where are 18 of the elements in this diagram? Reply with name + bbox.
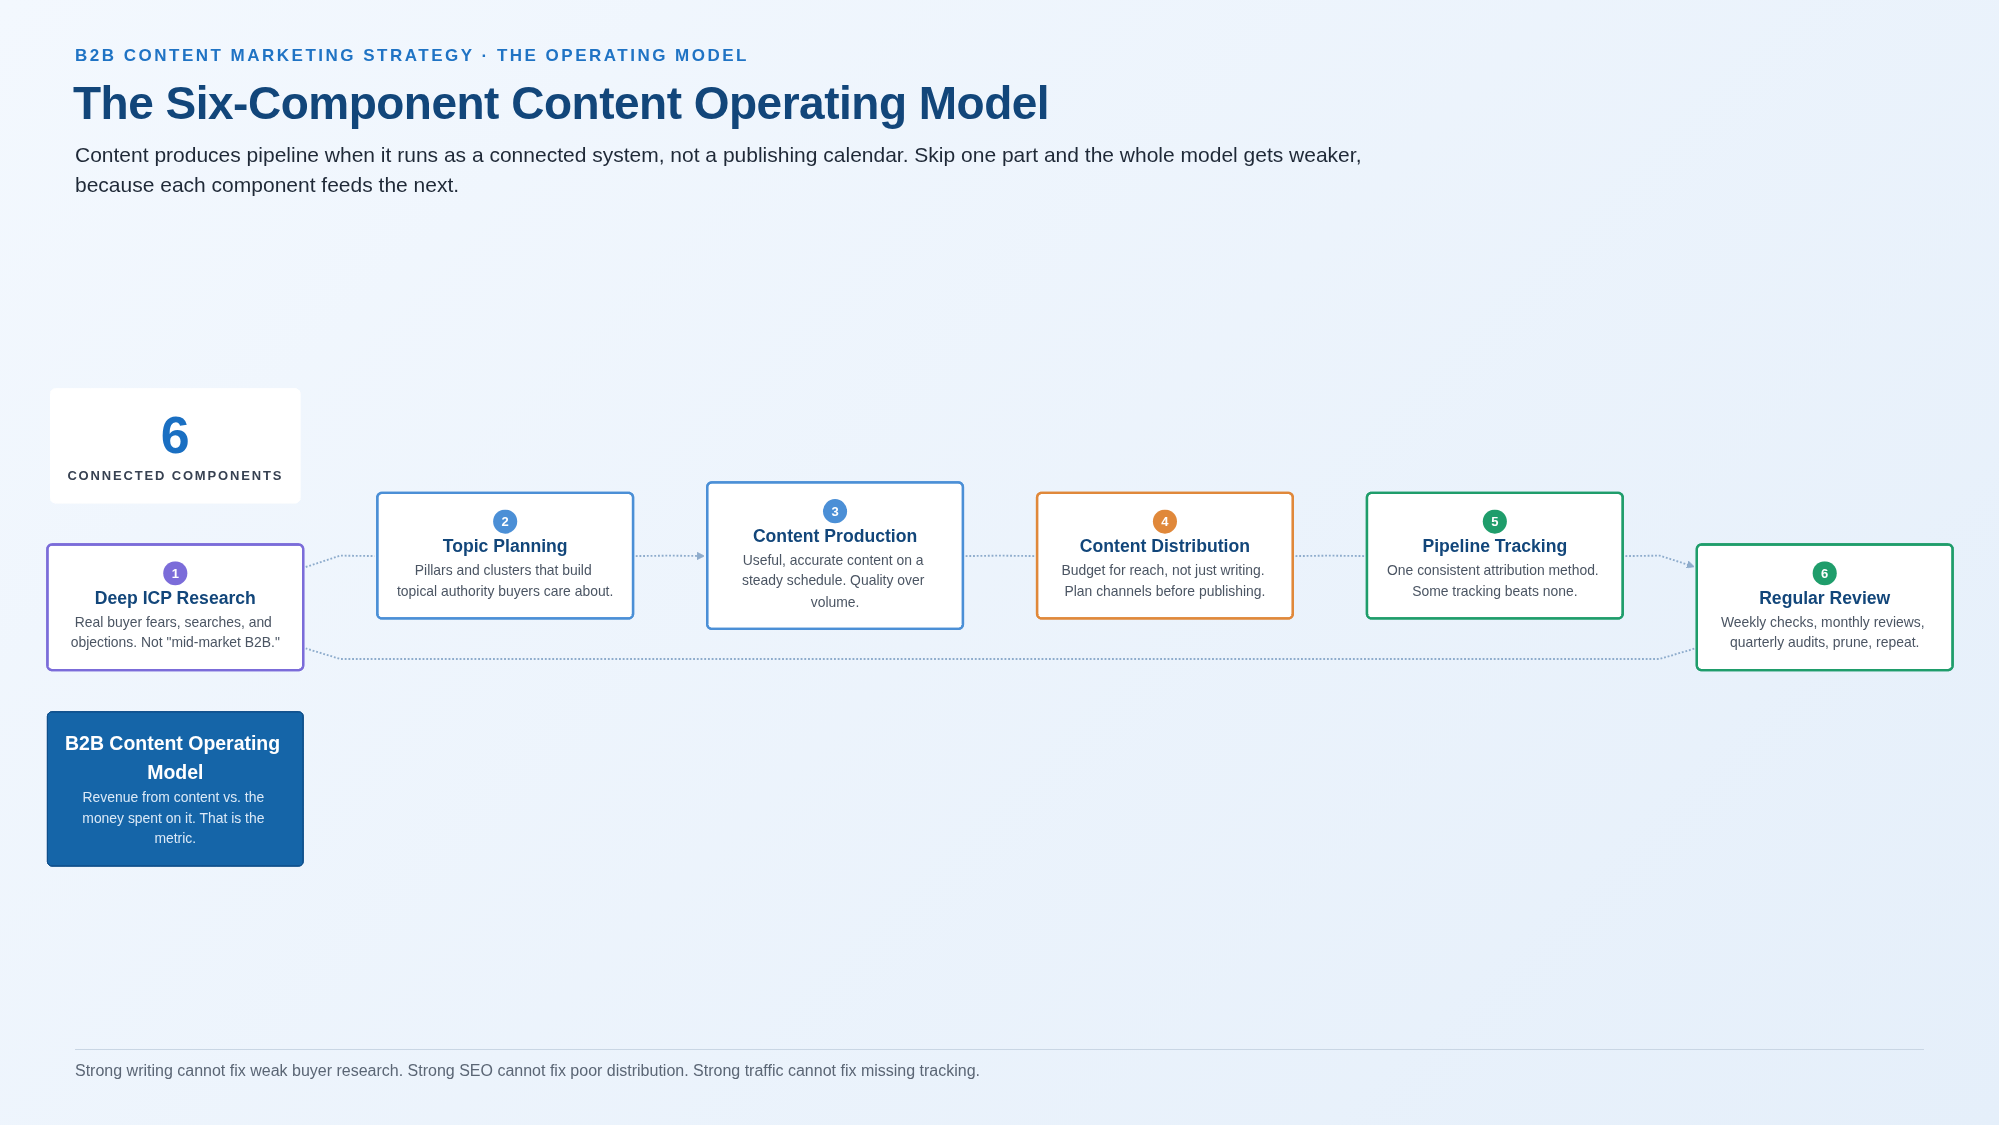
component-card: 6 Regular Review Weekly checks, monthly reviews, quarterly audits, prune, repeat. <box>1695 543 1954 672</box>
dashed-connector <box>304 554 376 568</box>
caption-text: Strong writing cannot fix weak buyer research. Strong SEO cannot fix poor distribution. Strong traffic cannot fix missing tracking. <box>75 1062 981 1080</box>
dashed-connector <box>634 551 705 561</box>
subtitle-text: Content produces pipeline when it runs as a connected system, not a publishing calendar. Skip one part and the whole model gets weaker, because each component feeds the next. <box>75 142 1363 198</box>
title: The Six-Component Content Operating Model <box>73 76 1050 130</box>
component-card: 1 Deep ICP Research Real buyer fears, searches, and objections. Not "mid-market B2B." <box>46 543 305 672</box>
component-card: 2 Topic Planning Pillars and clusters that build topical authority buyers care about. <box>376 491 635 620</box>
dashed-connector <box>1624 554 1695 569</box>
stat-card: 6 CONNECTED COMPONENTS <box>50 388 301 504</box>
component-card: 5 Pipeline Tracking One consistent attribution method. Some tracking beats none. <box>1365 491 1624 620</box>
component-card: 3 Content Production Useful, accurate content on a steady schedule. Quality over volume. <box>706 481 965 630</box>
dashed-connector <box>304 647 1696 660</box>
dashed-connector <box>1294 554 1366 557</box>
dashed-connector <box>964 554 1036 557</box>
component-card: 4 Content Distribution Budget for reach, not just writing. Plan channels before publishing. <box>1035 491 1294 620</box>
hub-box: B2B Content Operating Model Revenue from content vs. the money spent on it. That is the metric. <box>46 711 304 867</box>
kicker-text: B2B CONTENT MARKETING STRATEGY · THE OPERATING MODEL <box>75 46 749 66</box>
